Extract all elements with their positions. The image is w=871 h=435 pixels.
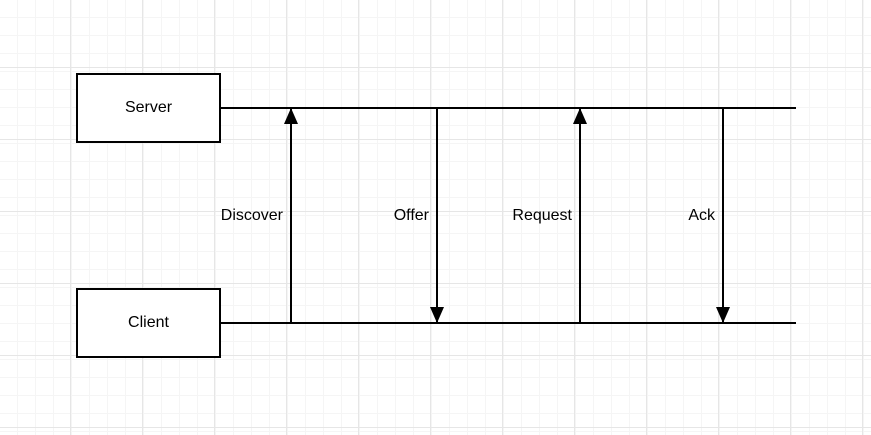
client-lifeline[interactable] [221,322,796,324]
message-arrow-offer[interactable]: Offer [394,108,444,323]
arrow-shaft [722,108,724,323]
arrowhead-up-icon [284,108,298,124]
arrowhead-down-icon [716,307,730,323]
message-label-request[interactable]: Request [512,206,572,224]
server-box[interactable]: Server [76,73,221,143]
arrow-shaft [290,108,292,323]
message-arrow-ack[interactable]: Ack [688,108,730,323]
arrowhead-up-icon [573,108,587,124]
client-box[interactable]: Client [76,288,221,358]
message-label-discover[interactable]: Discover [220,206,283,224]
server-box-label: Server [124,99,173,116]
arrowhead-down-icon [430,307,444,323]
arrow-shaft [436,108,438,323]
message-arrow-discover[interactable]: Discover [221,108,298,323]
message-label-ack[interactable]: Ack [688,206,715,224]
message-arrow-request[interactable]: Request [512,108,587,323]
server-lifeline[interactable] [221,107,796,109]
client-box-label: Client [128,314,169,331]
message-label-offer[interactable]: Offer [393,206,429,224]
arrow-shaft [579,108,581,323]
